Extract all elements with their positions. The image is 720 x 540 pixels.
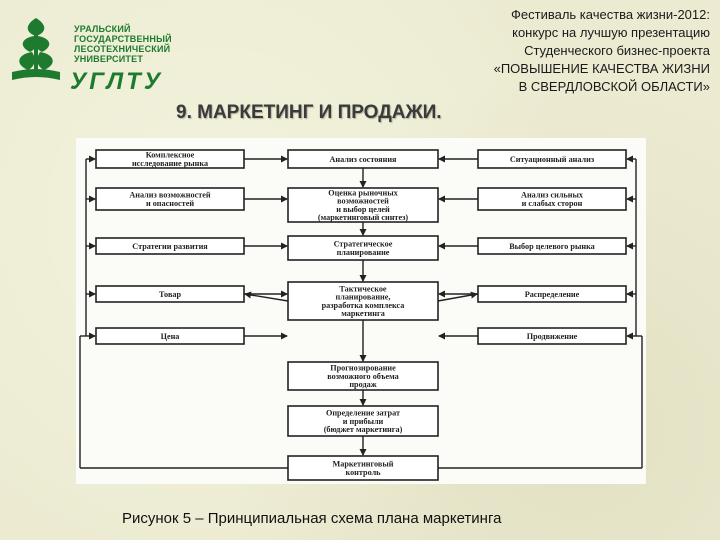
right-input-box-label: Ситуационный анализ [510, 155, 595, 164]
center-step-box-frame [287, 361, 439, 391]
logo-line: УРАЛЬСКИЙ [74, 24, 131, 34]
logo-line: ГОСУДАРСТВЕННЫЙ [74, 34, 172, 44]
right-input-box-frame [477, 285, 627, 303]
left-input-box-label: Товар [159, 290, 181, 299]
center-step-box-label: планирование, [336, 293, 391, 302]
center-step-box-label: продаж [349, 380, 376, 389]
center-step-box-label: разработка комплекса [322, 301, 405, 310]
center-step-box-label: (бюджет маркетинга) [324, 425, 403, 434]
center-step-box-label: Анализ состояния [330, 155, 398, 164]
left-input-box-frame [95, 285, 245, 303]
right-input-box-frame [477, 327, 627, 345]
center-step-box-label: Оценка рыночных [328, 189, 398, 198]
center-step-box-label: и выбор целей [336, 205, 390, 214]
center-step-box-label: Маркетинговый [333, 460, 394, 469]
right-input-box: Продвижение [477, 327, 627, 345]
center-step-box-label: контроль [345, 468, 381, 477]
right-input-box-label: Выбор целевого рынка [509, 242, 595, 251]
center-step-box-frame [287, 235, 439, 261]
center-step-box-label: возможностей [337, 197, 389, 206]
festival-header: Фестиваль качества жизни-2012: конкурс н… [410, 6, 710, 96]
right-input-box: Ситуационный анализ [477, 149, 627, 169]
slide-title: 9. МАРКЕТИНГ И ПРОДАЖИ. [176, 102, 442, 123]
right-input-box: Выбор целевого рынка [477, 237, 627, 255]
logo-line: ЛЕСОТЕХНИЧЕСКИЙ [74, 44, 171, 54]
right-input-box-frame [477, 187, 627, 211]
left-input-box-label: Анализ возможностей [129, 191, 210, 200]
left-input-box-frame [95, 237, 245, 255]
center-step-box-frame [287, 455, 439, 481]
center-step-box-label: Стратегическое [334, 240, 393, 249]
center-step-box: Анализ состояния [287, 149, 439, 169]
right-input-box-label: Анализ сильных [521, 191, 584, 200]
leaf-emblem-icon [12, 18, 60, 80]
left-input-box: Товар [95, 285, 245, 303]
center-step-box-label: Тактическое [339, 285, 386, 294]
figure-caption: Рисунок 5 – Принципиальная схема плана м… [122, 510, 502, 527]
right-input-box: Распределение [477, 285, 627, 303]
center-step-box-label: Определение затрат [326, 409, 400, 418]
left-input-box-frame [95, 327, 245, 345]
center-step-box-label: возможного объема [327, 372, 398, 381]
center-step-box-label: и прибыли [343, 417, 384, 426]
left-input-box-frame [95, 149, 245, 169]
logo-wordmark: УГЛТУ [70, 68, 164, 95]
right-input-box-frame [477, 237, 627, 255]
header-line: «ПОВЫШЕНИЕ КАЧЕСТВА ЖИЗНИ [493, 61, 710, 76]
header-line: конкурс на лучшую презентацию [512, 25, 710, 40]
tactic-branch-arrow [244, 291, 289, 302]
right-input-box-label: Распределение [525, 290, 580, 299]
university-logo: УРАЛЬСКИЙ ГОСУДАРСТВЕННЫЙ ЛЕСОТЕХНИЧЕСКИ… [8, 10, 188, 95]
left-input-box: Цена [95, 327, 245, 345]
center-step-box-frame [287, 281, 439, 321]
center-step-box-label: планирование [337, 248, 390, 257]
left-input-box-label: исследование рынка [132, 159, 208, 168]
left-input-box-label: Цена [161, 332, 180, 341]
right-input-box-frame [477, 149, 627, 169]
logo-line: УНИВЕРСИТЕТ [74, 54, 144, 64]
left-input-box-label: Стратегии развития [132, 242, 208, 251]
header-line: Фестиваль качества жизни-2012: [511, 7, 710, 22]
center-step-box-frame [287, 149, 439, 169]
left-input-box: Стратегии развития [95, 237, 245, 255]
center-step-box-frame [287, 405, 439, 437]
center-step-box-frame [287, 187, 439, 223]
center-step-box-label: Прогнозирование [330, 364, 396, 373]
header-line: В СВЕРДЛОВСКОЙ ОБЛАСТИ» [518, 79, 710, 94]
right-input-box-label: и слабых сторон [522, 199, 583, 208]
center-step-box-label: маркетинга [341, 309, 385, 318]
tactic-branch-arrow [437, 291, 478, 302]
center-step-box-label: (маркетинговый синтез) [318, 213, 408, 222]
left-input-box-label: и опасностей [146, 199, 194, 208]
right-input-box-label: Продвижение [527, 332, 578, 341]
left-input-box-label: Комплексное [146, 151, 195, 160]
left-input-box-frame [95, 187, 245, 211]
header-line: Студенческого бизнес-проекта [524, 43, 710, 58]
